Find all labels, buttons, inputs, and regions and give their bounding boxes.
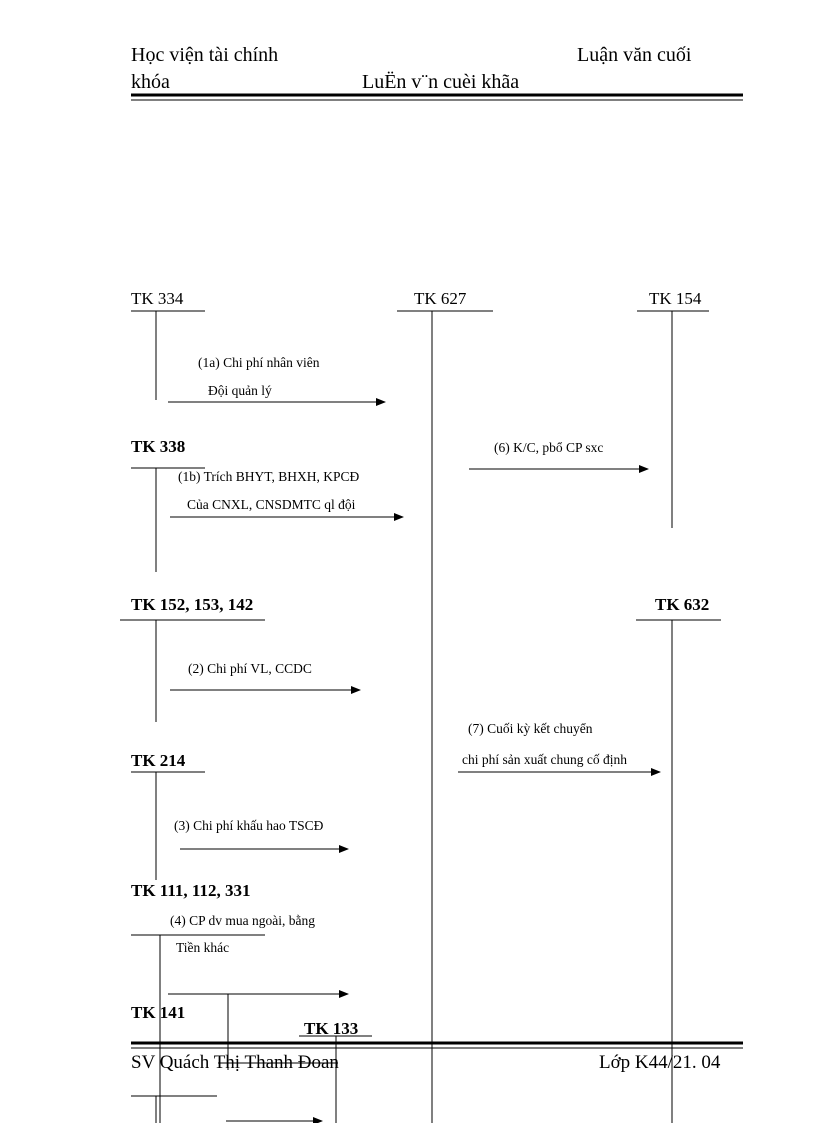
- entry-7-line1: (7) Cuối kỳ kết chuyển: [468, 721, 593, 736]
- header-thesis-title: Luận văn cuối: [577, 44, 692, 66]
- account-tk152: TK 152, 153, 142: [131, 595, 254, 614]
- header-institution: Học viện tài chính: [131, 44, 279, 66]
- account-tk627: TK 627: [414, 289, 467, 308]
- entry-1b-line2: Của CNXL, CNSDMTC ql đội: [187, 497, 356, 512]
- header-garbled-title: LuËn v¨n cuèi khãa: [362, 71, 520, 93]
- entry-2: (2) Chi phí VL, CCDC: [188, 661, 312, 676]
- account-tk141: TK 141: [131, 1003, 186, 1022]
- account-tk111: TK 111, 112, 331: [131, 881, 251, 900]
- entry-1b-line1: (1b) Trích BHYT, BHXH, KPCĐ: [178, 469, 360, 484]
- account-tk133: TK 133: [304, 1019, 359, 1038]
- entry-3: (3) Chi phí khấu hao TSCĐ: [174, 818, 324, 833]
- account-tk154: TK 154: [649, 289, 702, 308]
- account-tk632: TK 632: [655, 595, 710, 614]
- entry-1a-line1: (1a) Chi phí nhân viên: [198, 355, 320, 370]
- entry-4-line2: Tiền khác: [176, 940, 230, 955]
- header-khoa: khóa: [131, 71, 170, 93]
- footer-student-name: SV Quách Thị Thanh Đoan: [131, 1052, 339, 1073]
- account-tk338: TK 338: [131, 437, 186, 456]
- entry-4-line1: (4) CP dv mua ngoài, bằng: [170, 913, 315, 928]
- entry-1a-line2: Đội quản lý: [208, 383, 272, 398]
- footer-class: Lớp K44/21. 04: [599, 1052, 721, 1073]
- entry-7-line2: chi phí sản xuất chung cố định: [462, 752, 627, 767]
- entry-6: (6) K/C, pbổ CP sxc: [494, 440, 604, 455]
- account-tk334: TK 334: [131, 289, 184, 308]
- account-tk214: TK 214: [131, 751, 186, 770]
